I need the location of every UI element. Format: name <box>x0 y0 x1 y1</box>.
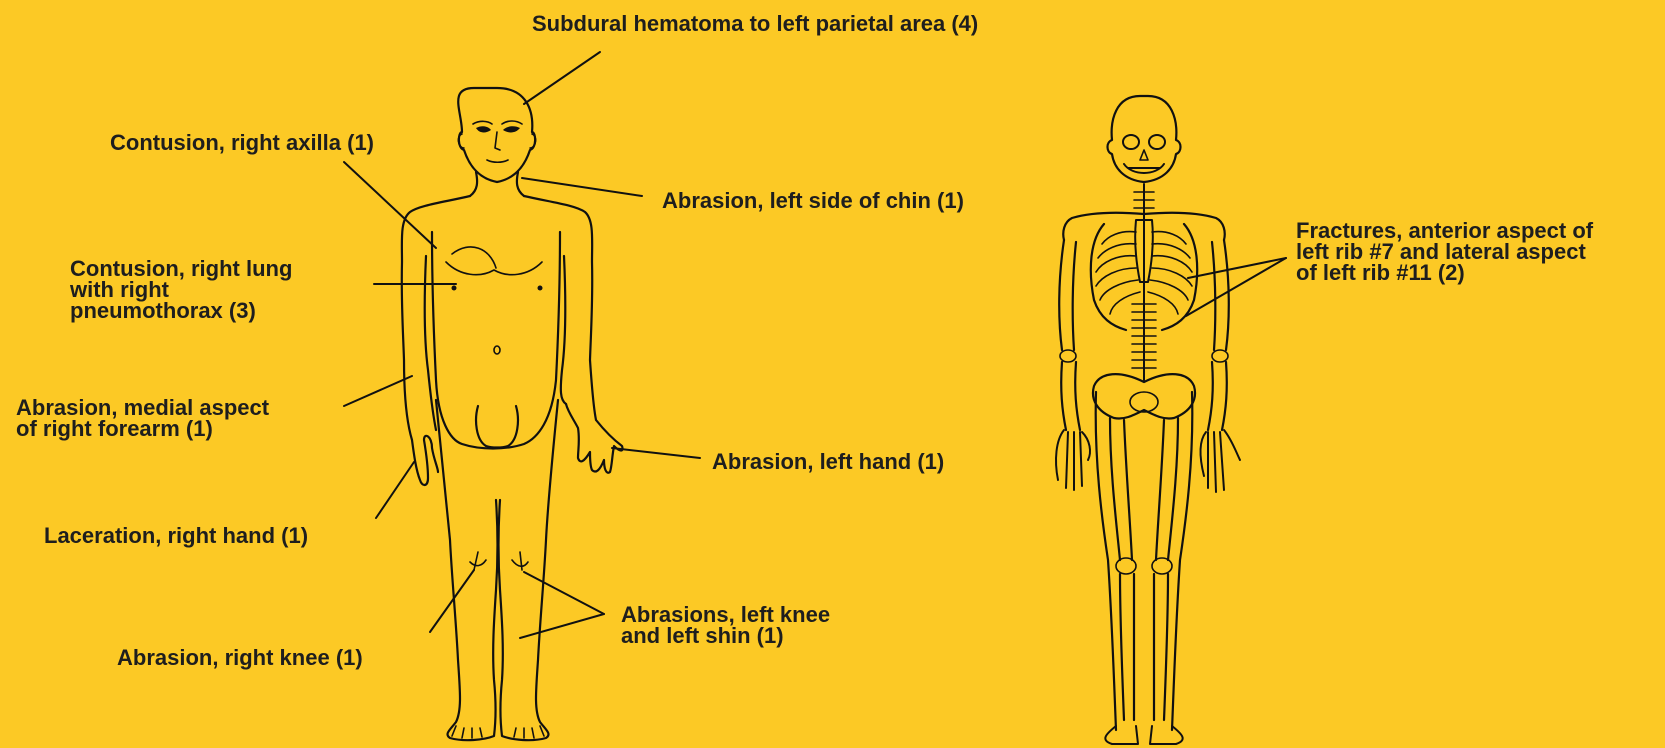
leader-line-head <box>524 52 600 104</box>
skeleton-elbow-left <box>1212 350 1228 362</box>
label-forearm-abrasion: Abrasion, medial aspect of right forearm… <box>16 397 269 439</box>
label-axilla-contusion: Contusion, right axilla (1) <box>110 132 374 153</box>
label-rightknee-abrasion: Abrasion, right knee (1) <box>117 647 363 668</box>
skeleton-elbow-right <box>1060 350 1076 362</box>
skeleton-eye-right <box>1149 135 1165 149</box>
body-torso-sides <box>432 232 560 449</box>
label-righthand-laceration: Laceration, right hand (1) <box>44 525 308 546</box>
skeleton-jaw <box>1124 164 1164 173</box>
skeleton-knee-left <box>1152 558 1172 574</box>
skeleton-femurs <box>1110 418 1178 560</box>
body-outline-figure <box>402 88 623 740</box>
leader-line-ribs-2 <box>1186 258 1286 316</box>
body-groin <box>476 406 518 448</box>
label-leftknee-abrasions: Abrasions, left knee and left shin (1) <box>621 604 830 646</box>
body-eyebrows <box>473 121 522 124</box>
body-navel <box>494 346 500 354</box>
leader-line-axilla <box>344 162 436 248</box>
leader-line-ribs-1 <box>1188 258 1286 278</box>
label-rib-fractures: Fractures, anterior aspect of left rib #… <box>1296 220 1593 283</box>
skeleton-hand-right <box>1056 430 1090 490</box>
skeleton-figure <box>1056 96 1240 744</box>
skeleton-shins <box>1120 574 1168 720</box>
body-feet <box>452 726 544 738</box>
body-nipple-left <box>538 286 543 291</box>
skeleton-hand-left <box>1201 430 1241 492</box>
skeleton-knee-right <box>1116 558 1136 574</box>
body-mouth <box>487 160 508 162</box>
body-eye-left <box>476 126 491 132</box>
label-chin-abrasion: Abrasion, left side of chin (1) <box>662 190 964 211</box>
label-lung-contusion: Contusion, right lung with right pneumot… <box>70 258 292 321</box>
leader-line-leftknee-2 <box>520 614 604 638</box>
body-legs <box>436 400 558 740</box>
body-inner-arms <box>425 256 566 430</box>
label-lefthand-abrasion: Abrasion, left hand (1) <box>712 451 944 472</box>
skeleton-skull <box>1108 96 1181 182</box>
leader-line-chin <box>522 178 642 196</box>
leader-line-righthand <box>376 462 414 518</box>
skeleton-eye-left <box>1123 135 1139 149</box>
leader-line-forearm <box>344 376 412 406</box>
body-eye-right <box>503 126 520 132</box>
body-nose <box>495 132 500 150</box>
body-nipple-right <box>452 286 457 291</box>
body-neck <box>470 172 524 196</box>
body-chest <box>446 247 542 275</box>
leader-line-lefthand <box>612 448 700 458</box>
label-head-injury: Subdural hematoma to left parietal area … <box>532 13 978 34</box>
skeleton-nose <box>1140 150 1148 160</box>
leader-line-leftknee-1 <box>524 572 604 614</box>
